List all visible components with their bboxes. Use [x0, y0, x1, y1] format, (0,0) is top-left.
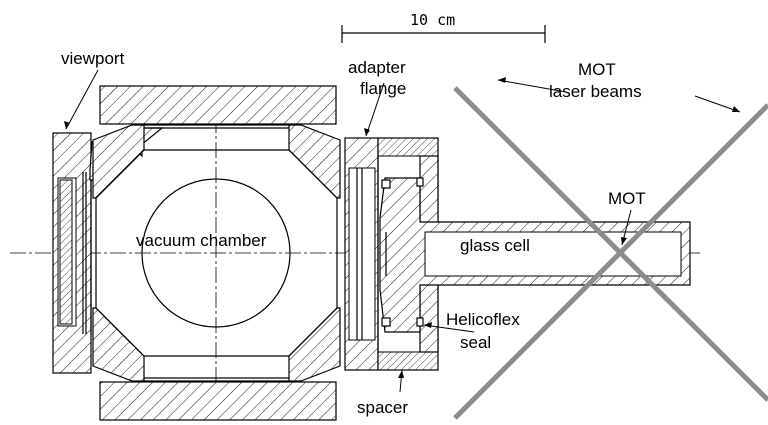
- vacuum-chamber-body: [89, 124, 341, 382]
- annotation-arrows: [64, 69, 741, 393]
- viewport-flange: [52, 132, 92, 374]
- label-spacer: spacer: [357, 398, 408, 417]
- label-viewport: viewport: [61, 49, 125, 68]
- label-mot-beams-line1: MOT: [578, 60, 616, 79]
- label-mot: MOT: [608, 189, 646, 208]
- label-glass-cell: glass cell: [460, 236, 530, 255]
- adapter-flange: [344, 137, 439, 371]
- label-adapter: adapter: [348, 58, 406, 77]
- top-flange-block: [99, 85, 337, 125]
- helicoflex-seal: [381, 177, 424, 327]
- bottom-flange-block: [99, 381, 337, 421]
- chamber-sphere: [141, 178, 291, 328]
- label-mot-beams-line2: laser beams: [549, 82, 642, 101]
- label-helicoflex: Helicoflex: [446, 310, 520, 329]
- label-seal: seal: [460, 333, 491, 352]
- label-flange: flange: [360, 79, 406, 98]
- label-vacuum-chamber: vacuum chamber: [136, 231, 267, 250]
- mot-laser-beam-2: [453, 103, 768, 420]
- scale-bar-label: 10 cm: [410, 11, 455, 29]
- scale-bar: 10 cm: [341, 11, 546, 43]
- mot-laser-beam-1: [453, 86, 768, 402]
